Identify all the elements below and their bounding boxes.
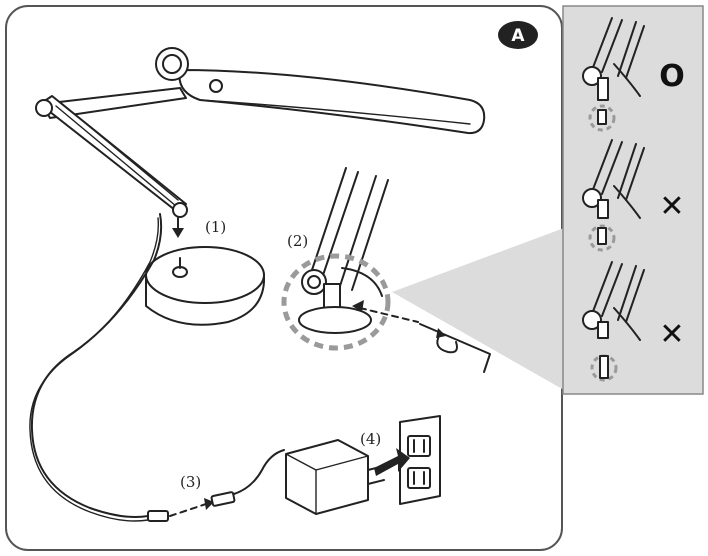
detail-joint (281, 167, 491, 373)
step-1-label: (1) (205, 218, 226, 236)
lamp-base (145, 246, 265, 326)
panel-row-2-mark: ✕ (659, 189, 684, 224)
callout-wedge (392, 228, 564, 390)
step-2-label: (2) (287, 232, 308, 250)
panel-row-2 (582, 139, 645, 252)
badge-a: A (498, 21, 538, 49)
lamp-head (155, 47, 486, 135)
lamp-arm (35, 87, 188, 238)
panel-row-1-mark: O (659, 59, 685, 94)
panel-row-3-mark: ✕ (659, 317, 684, 352)
connector (147, 449, 285, 522)
wall-outlet (374, 415, 441, 505)
panel-row-1 (582, 17, 645, 132)
svg-text:A: A (511, 26, 525, 46)
step-3-label: (3) (180, 473, 201, 491)
panel-row-3 (582, 261, 645, 382)
power-adapter (285, 439, 385, 515)
step-4-label: (4) (360, 430, 381, 448)
